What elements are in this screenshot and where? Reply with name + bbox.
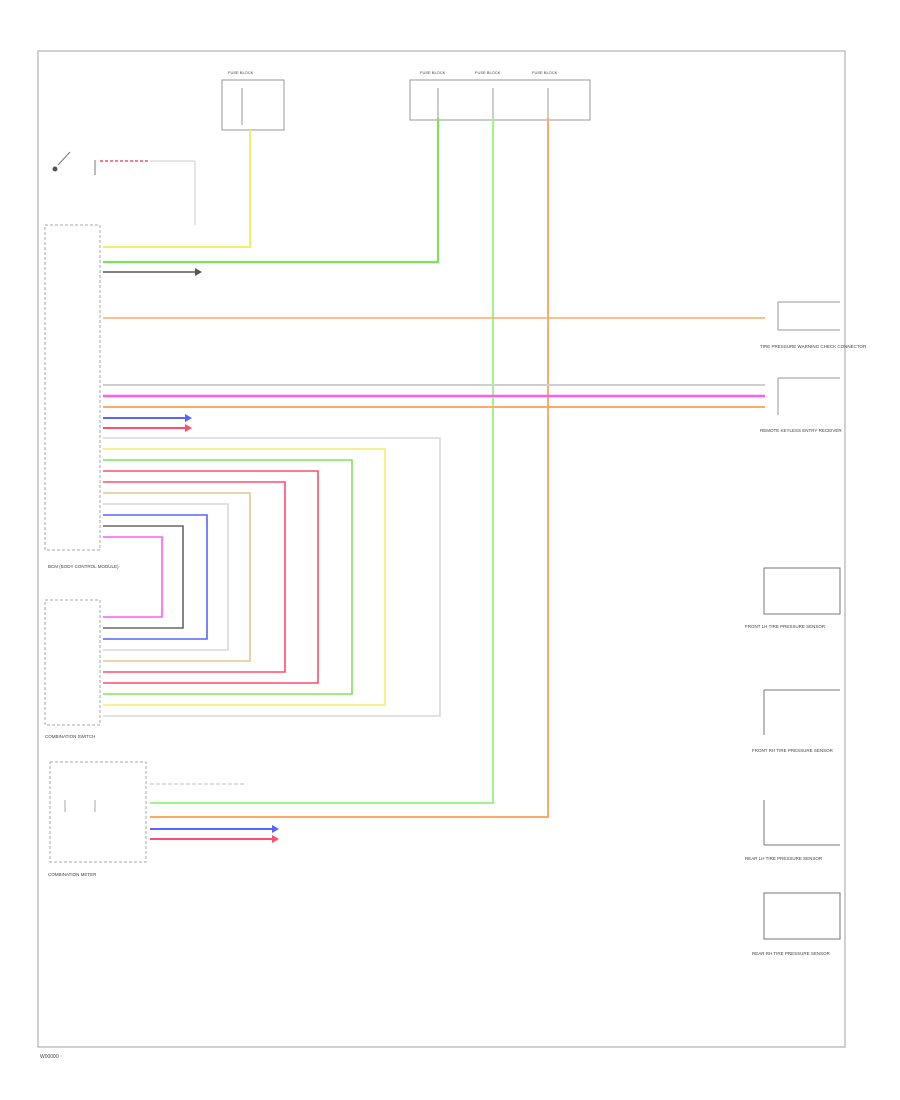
fuse-box-ign-label: FUSE BLOCK bbox=[228, 70, 254, 75]
sensor-front-lh: FRONT LH TIRE PRESSURE SENSOR bbox=[745, 567, 841, 629]
loop-5 bbox=[103, 481, 286, 673]
footer-code: W00000 bbox=[40, 1054, 59, 1060]
remote-keyless-receiver: REMOTE KEYLESS ENTRY RECEIVER bbox=[760, 377, 842, 433]
wire-yellow-ign bbox=[103, 130, 251, 248]
wire-green-batt bbox=[103, 118, 440, 264]
sensor-front-lh-label: FRONT LH TIRE PRESSURE SENSOR bbox=[745, 624, 826, 629]
wire-lightgreen-meter bbox=[150, 118, 494, 804]
fuse-box-batt-label-3: FUSE BLOCK bbox=[532, 70, 558, 75]
fuse-box-batt-label-2: FUSE BLOCK bbox=[475, 70, 501, 75]
bcm-caption: BCM (BODY CONTROL MODULE) bbox=[48, 564, 119, 569]
sensor-front-rh-label: FRONT RH TIRE PRESSURE SENSOR bbox=[752, 748, 834, 753]
wire-orange-meter bbox=[150, 118, 549, 818]
tire-pressure-check-connector: TIRE PRESSURE WARNING CHECK CONNECTOR bbox=[760, 301, 867, 349]
loop-3 bbox=[103, 459, 353, 695]
sensor-rear-lh: REAR LH TIRE PRESSURE SENSOR bbox=[745, 800, 840, 861]
bcm-connector: BCM (BODY CONTROL MODULE) bbox=[44, 224, 119, 569]
sensor-rear-rh: REAR RH TIRE PRESSURE SENSOR bbox=[752, 892, 841, 956]
combination-switch-harness bbox=[103, 437, 441, 717]
loop-7 bbox=[103, 503, 229, 651]
loop-4 bbox=[103, 470, 319, 684]
combination-meter-label: COMBINATION METER bbox=[48, 872, 97, 877]
loop-1 bbox=[103, 437, 441, 717]
loop-2 bbox=[103, 448, 386, 706]
diagram-frame bbox=[37, 50, 846, 1048]
loop-6 bbox=[103, 492, 251, 662]
combination-switch-label: COMBINATION SWITCH bbox=[45, 734, 95, 739]
door-switch bbox=[52, 151, 196, 225]
tire-pressure-check-label: TIRE PRESSURE WARNING CHECK CONNECTOR bbox=[760, 344, 867, 349]
loop-8 bbox=[103, 514, 208, 640]
combination-switch: COMBINATION SWITCH bbox=[44, 599, 101, 739]
loop-10 bbox=[103, 536, 163, 618]
loop-9 bbox=[103, 525, 184, 629]
sensor-rear-lh-label: REAR LH TIRE PRESSURE SENSOR bbox=[745, 856, 823, 861]
combination-meter: COMBINATION METER bbox=[48, 761, 147, 877]
remote-receiver-label: REMOTE KEYLESS ENTRY RECEIVER bbox=[760, 428, 842, 433]
fuse-box-batt-label-1: FUSE BLOCK bbox=[420, 70, 446, 75]
fuse-box-ign: FUSE BLOCK bbox=[221, 70, 285, 131]
sensor-rear-rh-label: REAR RH TIRE PRESSURE SENSOR bbox=[752, 951, 831, 956]
fuse-box-batt: FUSE BLOCK FUSE BLOCK FUSE BLOCK bbox=[409, 70, 591, 121]
sensor-front-rh: FRONT RH TIRE PRESSURE SENSOR bbox=[752, 689, 840, 753]
